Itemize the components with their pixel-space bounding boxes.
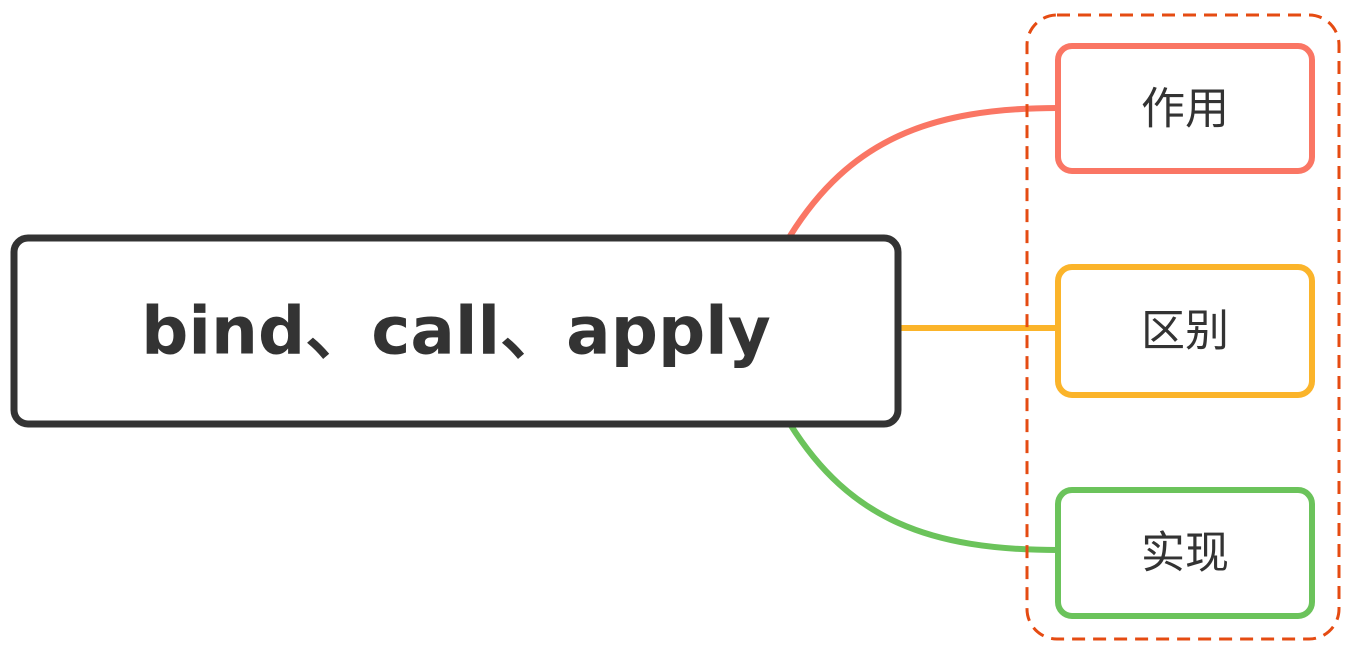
branch-node-label: 区别 <box>1141 306 1229 357</box>
branch-node-box <box>1055 487 1315 619</box>
root-node-label: bind、call、apply <box>141 293 771 370</box>
connector-作用 <box>787 105 1061 239</box>
branch-node-作用[interactable]: 作用 <box>1055 43 1315 174</box>
branch-node-区别[interactable]: 区别 <box>1055 264 1315 398</box>
group-frame <box>1025 13 1341 641</box>
branch-node-box <box>1055 43 1315 174</box>
root-node-box <box>10 234 902 428</box>
branch-node-box <box>1055 264 1315 398</box>
branch-node-label: 作用 <box>1141 84 1229 135</box>
branch-node-label: 实现 <box>1141 528 1229 579</box>
root-node[interactable]: bind、call、apply <box>10 234 902 428</box>
connector-实现 <box>787 421 1061 553</box>
branch-node-实现[interactable]: 实现 <box>1055 487 1315 619</box>
